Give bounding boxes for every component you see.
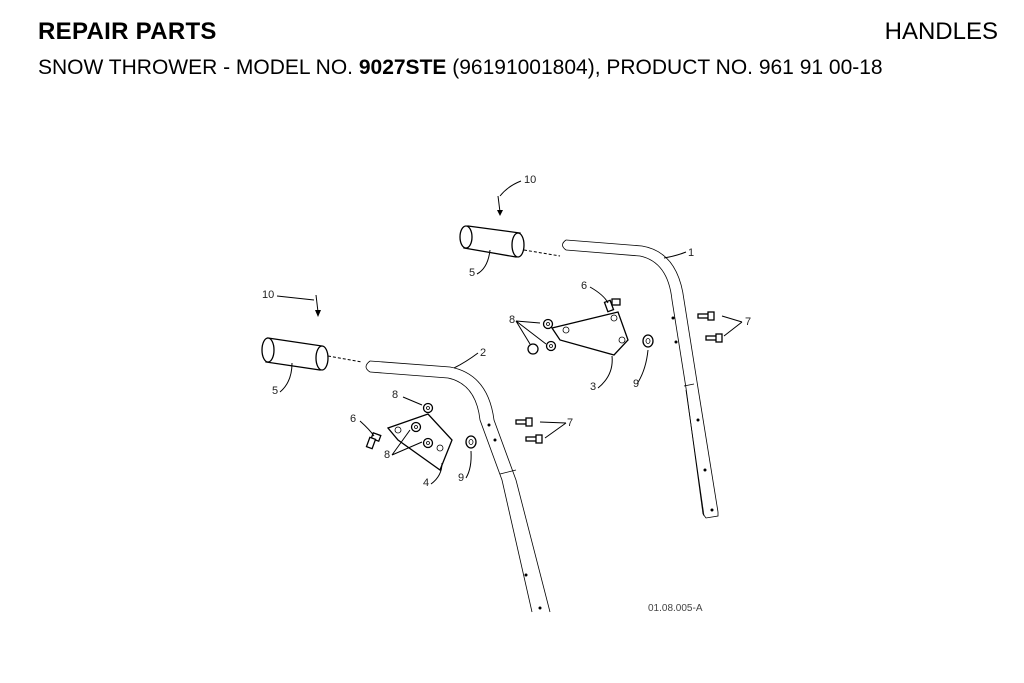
model-number: 9027STE (358, 56, 447, 79)
callout-9-upper: 9 (633, 378, 639, 390)
bolt-part-7-set-right (697, 311, 723, 343)
bolt-part-7-set-left (515, 417, 543, 444)
callout-10-lower: 10 (262, 289, 274, 301)
drawing-reference-code: 01.08.005-A (648, 603, 703, 614)
subtitle-prefix: SNOW THROWER - MODEL NO. (38, 56, 359, 79)
section-title: HANDLES (884, 18, 998, 45)
callout-8-lower-top: 8 (392, 389, 398, 401)
nuts-part-8-upper (527, 318, 557, 355)
model-subtitle: SNOW THROWER - MODEL NO. 9027STE (961910… (38, 56, 883, 80)
callout-2: 2 (480, 347, 486, 359)
upper-grip-part-5 (459, 225, 561, 258)
callout-4: 4 (423, 477, 429, 489)
washer-part-9-upper (642, 334, 654, 348)
callout-7-left: 7 (567, 417, 573, 429)
callout-1: 1 (688, 247, 694, 259)
callout-5-upper: 5 (469, 267, 475, 279)
washer-part-9-lower (465, 435, 477, 449)
upper-handle-part-1 (562, 239, 719, 519)
pin-part-10-lower (315, 294, 321, 317)
callout-10-upper: 10 (524, 174, 536, 186)
nuts-part-8-lower (410, 402, 434, 449)
callout-8-lower-bottom: 8 (384, 449, 390, 461)
subtitle-suffix: (96191001804), PRODUCT NO. 961 91 00-18 (446, 56, 883, 79)
callout-6-lower: 6 (350, 413, 356, 425)
callout-8-upper: 8 (509, 314, 515, 326)
callout-6-upper: 6 (581, 280, 587, 292)
page-title: REPAIR PARTS (38, 18, 217, 45)
pin-part-10-upper (497, 195, 503, 216)
bracket-part-3 (550, 311, 629, 356)
lower-handle-part-2 (365, 360, 551, 613)
callout-5-lower: 5 (272, 385, 278, 397)
leader-lines (276, 180, 743, 485)
callout-7-right: 7 (745, 316, 751, 328)
callout-9-lower: 9 (458, 472, 464, 484)
callout-3: 3 (590, 381, 596, 393)
lower-grip-part-5 (261, 337, 363, 371)
callout-numbers: 1 2 3 4 5 5 6 6 7 7 8 8 8 9 9 10 10 (262, 174, 751, 489)
bracket-part-4 (386, 413, 453, 472)
